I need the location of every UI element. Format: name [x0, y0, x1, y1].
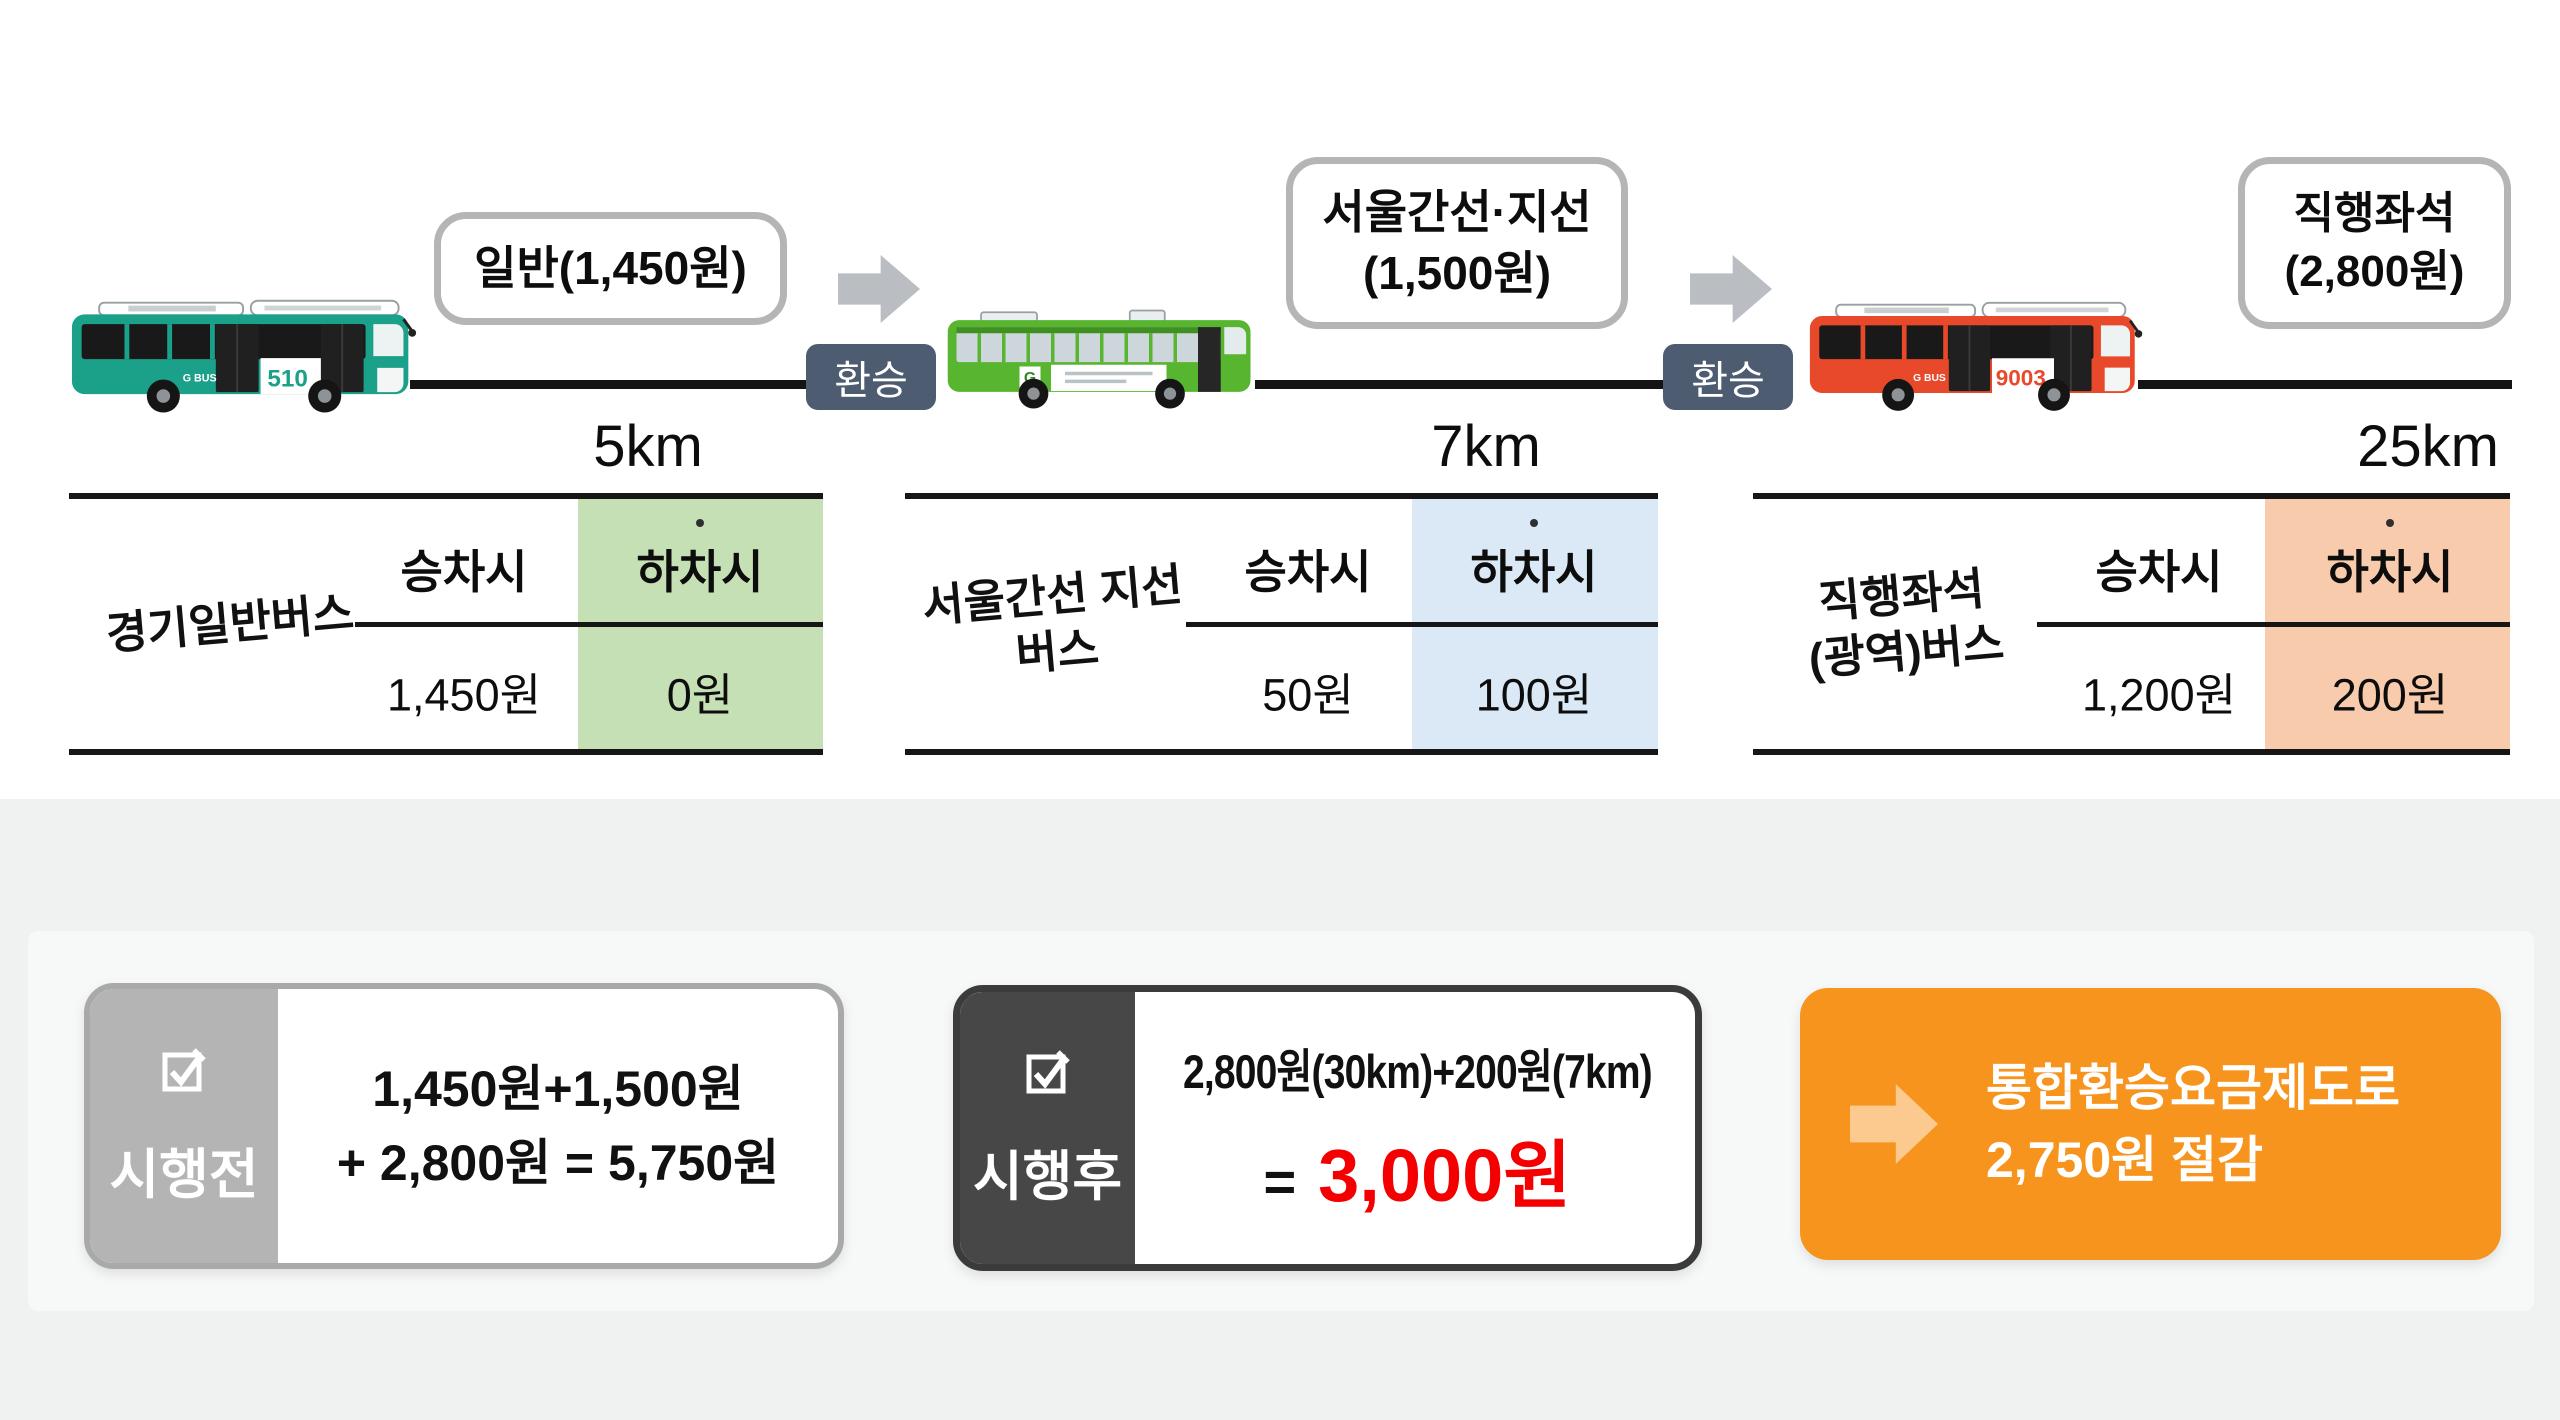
seoul-bus-illustration: G — [947, 309, 1251, 409]
bus-logo: G BUS — [183, 372, 217, 384]
board-header: 승차시 — [1244, 546, 1372, 598]
dot-mark — [696, 519, 704, 527]
table-divider — [2037, 622, 2510, 627]
bus-route-number: 510 — [267, 365, 308, 392]
before-label: 시행전 — [109, 1144, 259, 1205]
arrow-right-icon — [838, 255, 920, 323]
before-formula-line1: 1,450원+1,500원 — [372, 1061, 744, 1117]
fare-bubble-line1: 직행좌석 — [2293, 188, 2456, 238]
table-border-top — [1753, 493, 2510, 499]
transfer-badge: 환승 — [806, 344, 936, 410]
distance-label: 7km — [1431, 414, 1541, 479]
after-total: 3,000원 — [1318, 1134, 1572, 1217]
fare-bubble-seoul: 서울간선·지선 (1,500원) — [1286, 157, 1628, 329]
alight-fare: 100원 — [1475, 669, 1593, 721]
after-formula: 2,800원(30km)+200원(7km) = 3,000원 — [1135, 992, 1695, 1264]
before-formula: 1,450원+1,500원 + 2,800원 = 5,750원 — [278, 989, 838, 1263]
fare-bubble-express: 직행좌석 (2,800원) — [2238, 157, 2511, 329]
table-row-label: 직행좌석 (광역)버스 — [1802, 559, 2007, 688]
board-header: 승차시 — [2095, 546, 2223, 598]
table-border-top — [69, 493, 823, 499]
fare-table-express: 직행좌석 (광역)버스 승차시 하차시 1,200원 200원 — [1753, 493, 2510, 755]
checkbox-icon — [162, 1047, 206, 1091]
checkbox-icon — [1026, 1049, 1070, 1093]
fare-bubble-gyeonggi: 일반(1,450원) — [434, 212, 787, 325]
before-formula-line2: + 2,800원 = 5,750원 — [336, 1135, 780, 1191]
alight-header: 하차시 — [1470, 546, 1598, 598]
table-border-bottom — [905, 749, 1658, 755]
road-line — [1255, 380, 1665, 389]
savings-line1: 통합환승요금제도로 — [1986, 1059, 2400, 1116]
dot-mark — [2386, 519, 2394, 527]
after-label: 시행후 — [972, 1146, 1123, 1207]
road-line — [410, 380, 808, 389]
fare-bubble-line2: (2,800원) — [2284, 247, 2465, 296]
table-divider — [1186, 622, 1658, 627]
fare-table-seoul: 서울간선 지선 버스 승차시 하차시 50원 100원 — [905, 493, 1658, 755]
arrow-right-icon — [1690, 255, 1772, 323]
road-line — [2138, 380, 2512, 389]
table-border-bottom — [1753, 749, 2510, 755]
dot-mark — [1530, 519, 1538, 527]
board-fare: 1,200원 — [2081, 669, 2237, 721]
after-box: 시행후 2,800원(30km)+200원(7km) = 3,000원 — [953, 985, 1702, 1271]
table-row-label: 경기일반버스 — [103, 587, 356, 660]
savings-text: 통합환승요금제도로 2,750원 절감 — [1986, 1052, 2400, 1197]
transfer-badge: 환승 — [1663, 344, 1793, 410]
distance-label: 25km — [2357, 414, 2499, 479]
after-label-strip: 시행후 — [960, 992, 1135, 1264]
alight-header: 하차시 — [2326, 546, 2454, 598]
board-header: 승차시 — [400, 546, 528, 598]
fare-table-gyeonggi: 경기일반버스 승차시 하차시 1,450원 0원 — [69, 493, 823, 755]
savings-box: 통합환승요금제도로 2,750원 절감 — [1800, 988, 2501, 1260]
bus-route-number: 9003 — [1996, 365, 2046, 390]
board-fare: 50원 — [1262, 669, 1354, 721]
table-border-top — [905, 493, 1658, 499]
table-border-bottom — [69, 749, 823, 755]
alight-fare: 0원 — [666, 669, 734, 721]
after-total-line: = 3,000원 — [1263, 1116, 1571, 1223]
fare-bubble-line2: (1,500원) — [1362, 247, 1552, 299]
arrow-right-icon — [1850, 1084, 1938, 1164]
distance-label: 5km — [593, 414, 703, 479]
alight-header: 하차시 — [636, 546, 764, 598]
alight-fare: 200원 — [2331, 669, 2449, 721]
express-bus-illustration: 9003 G BUS — [1809, 301, 2143, 411]
savings-line2: 2,750원 절감 — [1986, 1132, 2264, 1188]
board-fare: 1,450원 — [386, 669, 542, 721]
fare-bubble-text: 일반(1,450원) — [474, 242, 747, 295]
before-label-strip: 시행전 — [90, 989, 278, 1263]
gyeonggi-bus-illustration: 510 G BUS — [71, 299, 417, 413]
table-row-label: 서울간선 지선 버스 — [920, 557, 1190, 692]
after-formula-line1: 2,800원(30km)+200원(7km) — [1183, 1045, 1653, 1098]
bus-logo: G BUS — [1913, 373, 1946, 384]
table-divider — [355, 622, 823, 627]
before-box: 시행전 1,450원+1,500원 + 2,800원 = 5,750원 — [84, 983, 844, 1269]
equals-sign: = — [1263, 1150, 1297, 1213]
fare-bubble-line1: 서울간선·지선 — [1322, 186, 1592, 239]
